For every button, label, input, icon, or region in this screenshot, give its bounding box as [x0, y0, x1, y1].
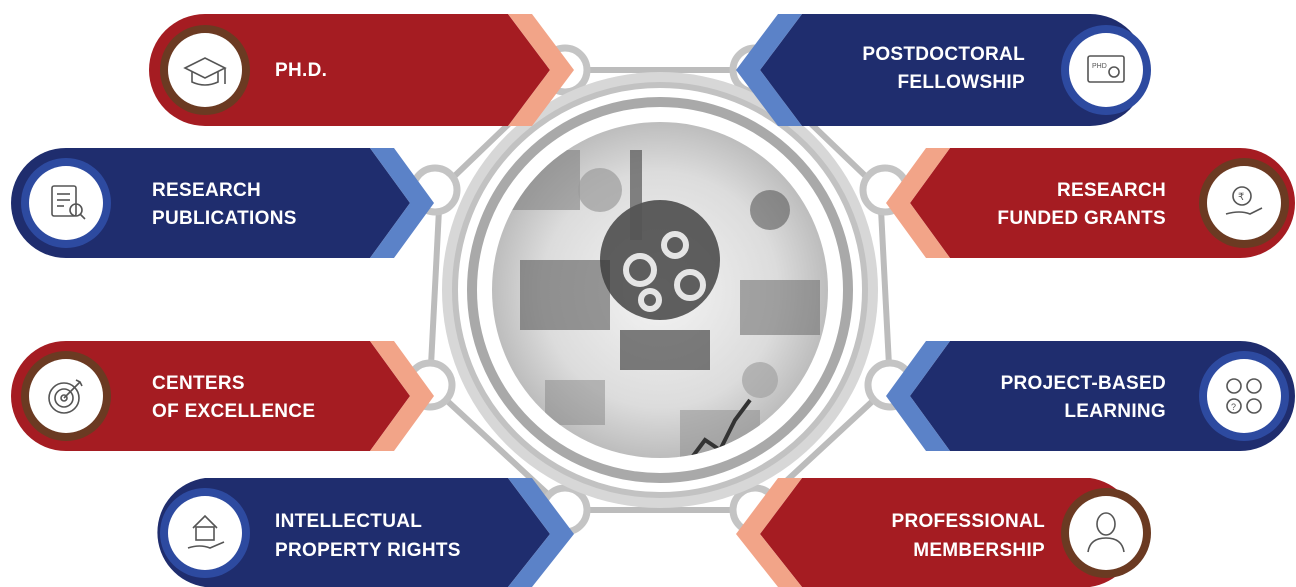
- document-search-icon: [51, 185, 86, 220]
- item-label: PUBLICATIONS: [152, 208, 297, 229]
- person-icon: [1087, 512, 1125, 553]
- item-label: LEARNING: [1064, 401, 1166, 422]
- item-label: RESEARCH: [1057, 180, 1166, 201]
- phd-certificate-icon: PHD: [1087, 55, 1125, 83]
- item-label: PROJECT-BASED: [1001, 373, 1166, 394]
- item-label: PH.D.: [275, 60, 327, 81]
- item-label: MEMBERSHIP: [913, 540, 1045, 561]
- item-publications[interactable]: RESEARCH PUBLICATIONS: [11, 148, 434, 258]
- connector-frame: [426, 67, 894, 513]
- svg-text:PHD: PHD: [1092, 63, 1107, 70]
- item-label: RESEARCH: [152, 180, 261, 201]
- item-label: INTELLECTUAL: [275, 511, 422, 532]
- idea-gears-icon: ?: [1226, 378, 1262, 414]
- item-coe[interactable]: CENTERS OF EXCELLENCE: [11, 341, 434, 451]
- svg-text:₹: ₹: [1238, 192, 1244, 203]
- item-pbl[interactable]: ? PROJECT-BASED LEARNING: [886, 341, 1295, 451]
- item-label: OF EXCELLENCE: [152, 401, 315, 422]
- house-hand-icon: [187, 514, 225, 549]
- item-postdoc[interactable]: PHD POSTDOCTORAL FELLOWSHIP: [736, 14, 1151, 126]
- target-icon: [48, 379, 83, 414]
- item-label: PROPERTY RIGHTS: [275, 540, 461, 561]
- item-label: FELLOWSHIP: [897, 72, 1025, 93]
- item-membership[interactable]: PROFESSIONAL MEMBERSHIP: [736, 478, 1151, 587]
- center-hub: [442, 72, 878, 508]
- item-label: FUNDED GRANTS: [997, 208, 1166, 229]
- item-label: CENTERS: [152, 373, 245, 394]
- item-label: POSTDOCTORAL: [862, 44, 1025, 65]
- item-phd[interactable]: PH.D.: [149, 14, 574, 126]
- item-grants[interactable]: ₹ RESEARCH FUNDED GRANTS: [886, 148, 1295, 258]
- graduation-cap-icon: [183, 57, 227, 86]
- svg-text:?: ?: [1231, 402, 1236, 412]
- item-label: PROFESSIONAL: [891, 511, 1045, 532]
- item-ipr[interactable]: INTELLECTUAL PROPERTY RIGHTS: [157, 478, 574, 587]
- rupee-hand-icon: ₹: [1225, 186, 1263, 215]
